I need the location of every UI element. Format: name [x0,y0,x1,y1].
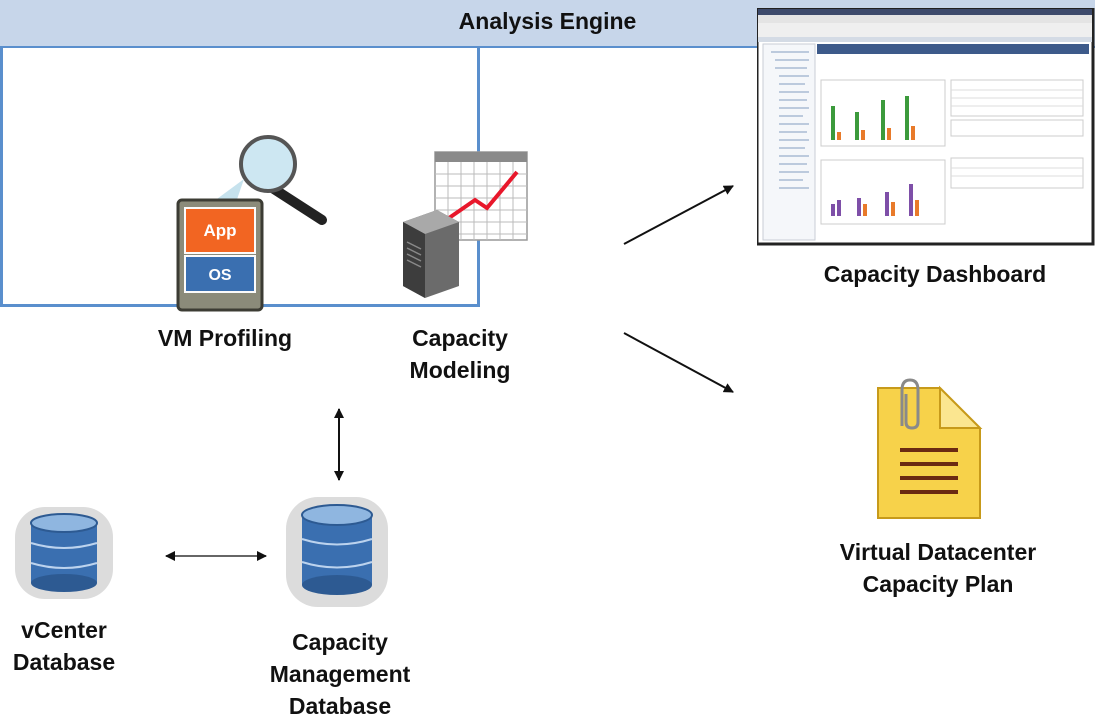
arrow-to-capacity-plan [623,332,734,393]
vcenter-database-label: vCenter Database [12,617,116,675]
capacity-dashboard-label: Capacity Dashboard [823,261,1047,287]
paperclip-icon [900,378,920,430]
capacity-plan-label: Virtual Datacenter Capacity Plan [839,539,1037,597]
capacity-management-database-icon [286,497,388,607]
app-text: App [203,221,236,240]
analysis-engine-title: Analysis Engine [458,8,637,34]
arrow-to-dashboard [623,185,734,245]
server-icon [403,210,459,298]
os-text: OS [208,267,231,284]
vcenter-database-icon [15,507,113,599]
magnifier-icon [202,135,327,225]
capacity-plan-document-icon [877,378,983,519]
capacity-modeling-icon [403,151,528,298]
dashboard-purple-bars [831,184,919,216]
dashboard-green-bars [831,96,915,140]
capacity-modeling-label: Capacity Modeling [409,325,511,383]
vm-profiling-icon: App OS [176,135,327,312]
vm-profiling-label: VM Profiling [157,325,293,351]
capacity-management-database-label: Capacity Management Database [269,629,411,719]
capacity-dashboard-screenshot [757,8,1095,246]
